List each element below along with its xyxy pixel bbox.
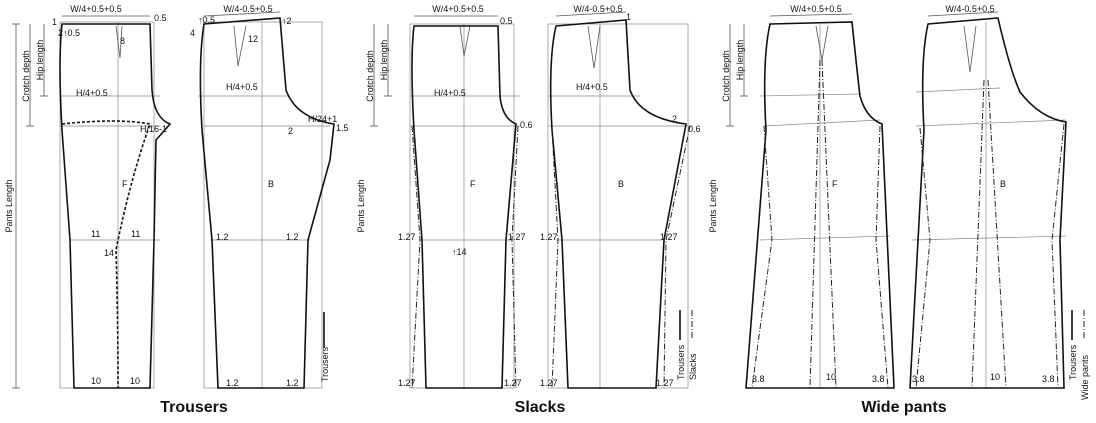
hip-length-label: Hip length xyxy=(35,40,45,81)
title-trousers: Trousers xyxy=(160,399,228,416)
label-15: 1.5 xyxy=(336,123,349,133)
slacks-label-05: 0.5 xyxy=(500,16,513,26)
dimension-lines-slacks xyxy=(370,24,392,127)
slacks-127-c: 1.27 xyxy=(398,378,416,388)
slacks-front-label: F xyxy=(470,179,476,189)
label-12: 12 xyxy=(248,34,258,44)
slacks-label-06-front: 0.6 xyxy=(520,120,533,130)
legend-slacks-2: Slacks xyxy=(688,353,698,380)
wide-front-waist-label: W/4+0.5+0.5 xyxy=(790,4,842,14)
slacks-127-b: 1.27 xyxy=(508,232,526,242)
slacks-back-piece xyxy=(547,19,692,389)
slacks-127-a: 1.27 xyxy=(398,232,416,242)
wide-10-b: 10 xyxy=(990,372,1000,382)
slacks-front-piece xyxy=(409,23,520,389)
slacks-127-f: 1.27 xyxy=(660,232,678,242)
hip-length-label-3: Hip length xyxy=(735,40,745,81)
label-4: 4 xyxy=(190,28,195,38)
label-11-right: 11 xyxy=(131,229,140,239)
label-12b-hem-left: 1.2 xyxy=(226,378,239,388)
label-12b-hem-right: 1.2 xyxy=(286,378,299,388)
label-up05: ↑0.5 xyxy=(198,15,215,25)
trousers-front-label: F xyxy=(122,179,128,189)
crotch-depth-label-2: Crotch depth xyxy=(365,50,375,102)
slacks-front-hip-label: H/4+0.5 xyxy=(434,88,466,98)
label-2: 2 xyxy=(288,126,293,136)
label-11-left: 11 xyxy=(91,229,100,239)
label-1: 1 xyxy=(52,17,57,27)
legend-trousers: Trousers xyxy=(320,346,330,382)
trousers-back-waist-label: W/4-0.5+0.5 xyxy=(223,4,272,14)
slacks-label-up14: ↑14 xyxy=(452,247,467,257)
wide-front-piece xyxy=(745,21,895,389)
hip-length-label-2: Hip length xyxy=(379,40,389,81)
pants-length-label: Pants Length xyxy=(4,179,14,232)
label-up2: ↑2 xyxy=(282,16,292,26)
label-12b-right: 1.2 xyxy=(286,232,299,242)
slacks-127-e: 1.27 xyxy=(540,232,558,242)
wide-10-a: 10 xyxy=(826,372,836,382)
title-wide-pants: Wide pants xyxy=(861,399,946,416)
dimension-lines-trousers xyxy=(12,23,48,389)
wide-back-piece xyxy=(909,17,1067,389)
dimension-lines-wide xyxy=(726,24,748,127)
trousers-back-crotch-label: H/24+1 xyxy=(308,114,337,124)
wide-front-label: F xyxy=(832,179,838,189)
slacks-127-h: 1.27 xyxy=(656,378,674,388)
crotch-depth-label: Crotch depth xyxy=(21,50,31,102)
pants-length-label-3: Pants Length xyxy=(708,179,718,232)
label-12b-left: 1.2 xyxy=(216,232,229,242)
label-10-left: 10 xyxy=(91,376,101,386)
pants-length-label-2: Pants Length xyxy=(356,179,366,232)
label-2-05: 2↑0.5 xyxy=(58,28,80,38)
trousers-back-hip-label: H/4+0.5 xyxy=(226,82,258,92)
slacks-back-waist-label: W/4-0.5+0.5 xyxy=(573,4,622,14)
trousers-front-waist-label: W/4+0.5+0.5 xyxy=(70,4,122,14)
trousers-back-piece xyxy=(198,17,335,389)
wide-38-c: 3.8 xyxy=(912,374,925,384)
wide-38-d: 3.8 xyxy=(1042,374,1055,384)
trousers-back-label: B xyxy=(268,179,274,189)
label-10-right: 10 xyxy=(130,376,140,386)
wide-back-label: B xyxy=(1000,179,1006,189)
slacks-label-1: 1 xyxy=(626,12,631,22)
label-8: 8 xyxy=(120,36,125,46)
wide-back-waist-label: W/4-0.5+0.5 xyxy=(945,4,994,14)
slacks-front-waist-label: W/4+0.5+0.5 xyxy=(432,4,484,14)
trousers-front-piece xyxy=(59,21,172,389)
crotch-depth-label-3: Crotch depth xyxy=(721,50,731,102)
label-14: 14 xyxy=(104,248,114,258)
slacks-label-2: 2 xyxy=(672,114,677,124)
wide-38-a: 3.8 xyxy=(752,374,765,384)
slacks-127-d: 1.27 xyxy=(504,378,522,388)
wide-38-b: 3.8 xyxy=(872,374,885,384)
trousers-front-hip-label: H/4+0.5 xyxy=(76,88,108,98)
slacks-back-hip-label: H/4+0.5 xyxy=(576,82,608,92)
slacks-back-label: B xyxy=(618,179,624,189)
slacks-127-g: 1.27 xyxy=(540,378,558,388)
label-05: 0.5 xyxy=(154,13,167,23)
legend-slacks-1: Trousers xyxy=(676,344,686,380)
trousers-front-crotch-label: H/16-1 xyxy=(140,124,167,134)
title-slacks: Slacks xyxy=(515,399,566,416)
legend-wide-2: Wide pants xyxy=(1080,354,1090,400)
legend-wide-1: Trousers xyxy=(1068,344,1078,380)
slacks-label-06-back: 0.6 xyxy=(688,124,701,134)
